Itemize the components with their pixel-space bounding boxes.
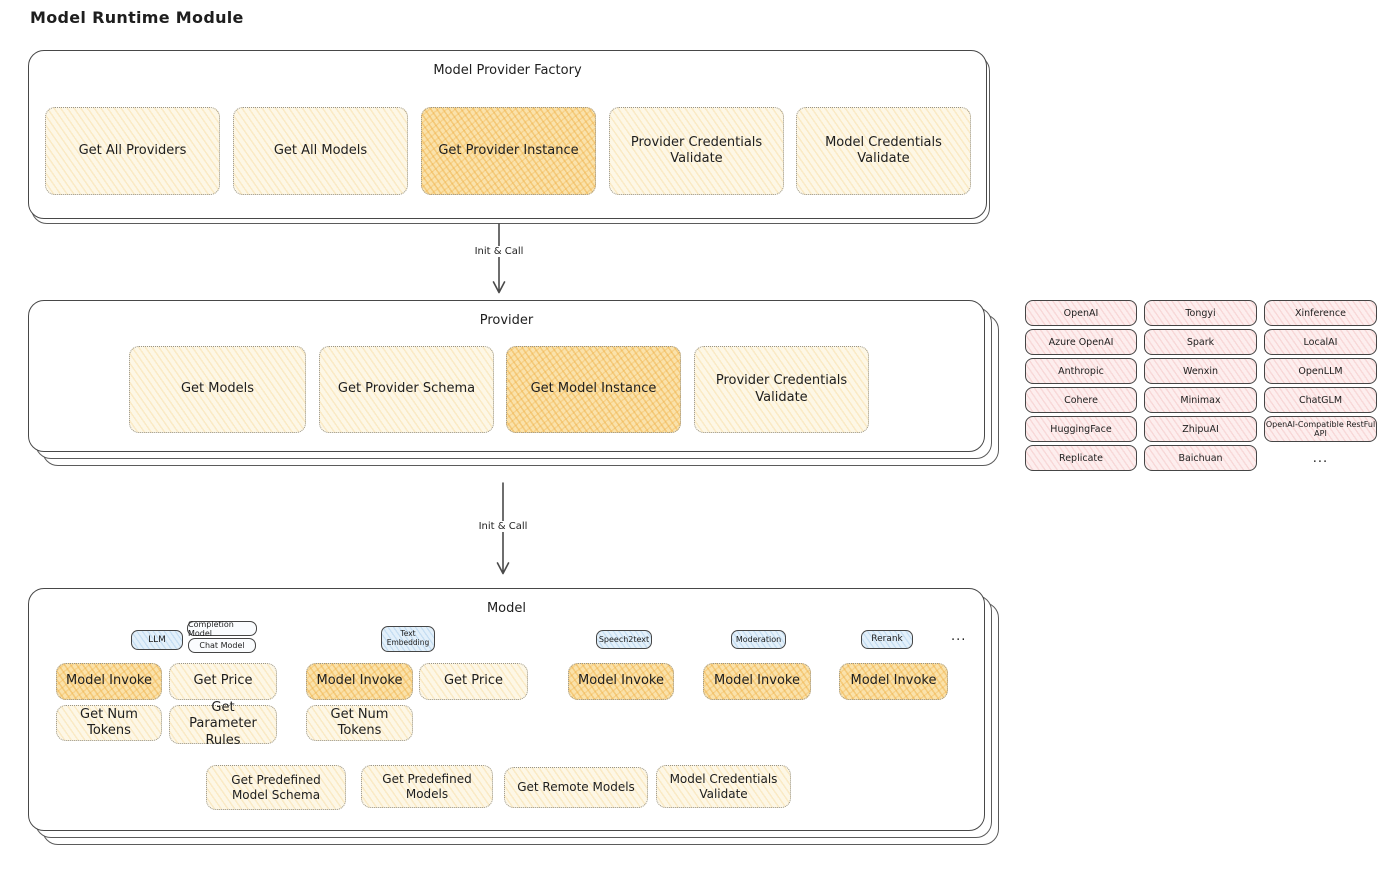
provider-title: Provider [479,313,534,328]
node-get-predefined-models: Get Predefined Models [361,765,493,808]
provider-chip-baichuan: Baichuan [1144,445,1257,471]
provider-chip-openllm: OpenLLM [1264,358,1377,384]
provider-chip-localai: LocalAI [1264,329,1377,355]
model-title: Model [486,601,527,616]
node-model-credentials-validate-2: Model Credentials Validate [656,765,791,808]
node-get-all-providers: Get All Providers [45,107,220,195]
node-get-price-llm: Get Price [169,663,277,700]
node-get-price-text-embedding: Get Price [419,663,528,700]
provider-chip-xinference: Xinference [1264,300,1377,326]
node-get-parameter-rules: Get Parameter Rules [169,700,277,748]
page-title: Model Runtime Module [30,8,244,27]
provider-chip-spark: Spark [1144,329,1257,355]
provider-more-ellipsis: ... [1312,450,1329,466]
init-call-arrow-1 [491,222,507,300]
node-get-predefined-model-schema: Get Predefined Model Schema [206,765,346,810]
provider-chip-replicate: Replicate [1025,445,1137,471]
node-model-credentials-validate: Model Credentials Validate [796,107,971,195]
tag-chat-model: Chat Model [188,638,256,653]
tag-moderation: Moderation [731,630,786,649]
model-more-ellipsis: ... [951,629,967,644]
provider-chip-openai: OpenAI [1025,300,1137,326]
provider-chip-chatglm: ChatGLM [1264,387,1377,413]
node-model-invoke-moderation: Model Invoke [703,663,811,700]
node-model-invoke-rerank: Model Invoke [839,663,948,700]
node-model-invoke-text-embedding: Model Invoke [306,663,413,700]
provider-chip-cohere: Cohere [1025,387,1137,413]
provider-chip-grid: OpenAI Tongyi Xinference Azure OpenAI Sp… [1025,300,1377,471]
tag-rerank: Rerank [861,630,913,649]
node-provider-credentials-validate: Provider Credentials Validate [609,107,784,195]
tag-speech2text: Speech2text [596,630,652,649]
provider-chip-zhipuai: ZhipuAI [1144,416,1257,442]
node-model-invoke-speech2text: Model Invoke [568,663,674,700]
node-get-model-instance: Get Model Instance [506,346,681,433]
tag-completion-model: Completion Model [187,620,257,638]
provider-chip-wenxin: Wenxin [1144,358,1257,384]
provider-chip-azure-openai: Azure OpenAI [1025,329,1137,355]
arrow-label-init-call-2: Init & Call [473,521,533,532]
provider-container: Provider Get Models Get Provider Schema … [28,300,985,452]
model-container: Model LLM Completion Model Chat Model Te… [28,588,985,831]
tag-llm: LLM [131,630,183,650]
factory-title: Model Provider Factory [433,63,582,78]
node-get-remote-models: Get Remote Models [504,767,648,808]
tag-text-embedding: Text Embedding [381,626,435,652]
arrow-label-init-call-1: Init & Call [469,246,529,257]
node-get-num-tokens-text-embedding: Get Num Tokens [306,705,413,741]
node-get-provider-schema: Get Provider Schema [319,346,494,433]
node-get-models: Get Models [129,346,306,433]
provider-chip-minimax: Minimax [1144,387,1257,413]
node-model-invoke-llm: Model Invoke [56,663,162,700]
node-get-all-models: Get All Models [233,107,408,195]
node-provider-credentials-validate-2: Provider Credentials Validate [694,346,869,433]
provider-chip-huggingface: HuggingFace [1025,416,1137,442]
node-get-num-tokens-llm: Get Num Tokens [56,705,162,741]
node-get-provider-instance: Get Provider Instance [421,107,596,195]
provider-chip-anthropic: Anthropic [1025,358,1137,384]
provider-chip-tongyi: Tongyi [1144,300,1257,326]
provider-chip-openai-compatible-restful-api: OpenAI-Compatible RestFul API [1264,416,1377,442]
factory-container: Model Provider Factory Get All Providers… [28,50,987,219]
